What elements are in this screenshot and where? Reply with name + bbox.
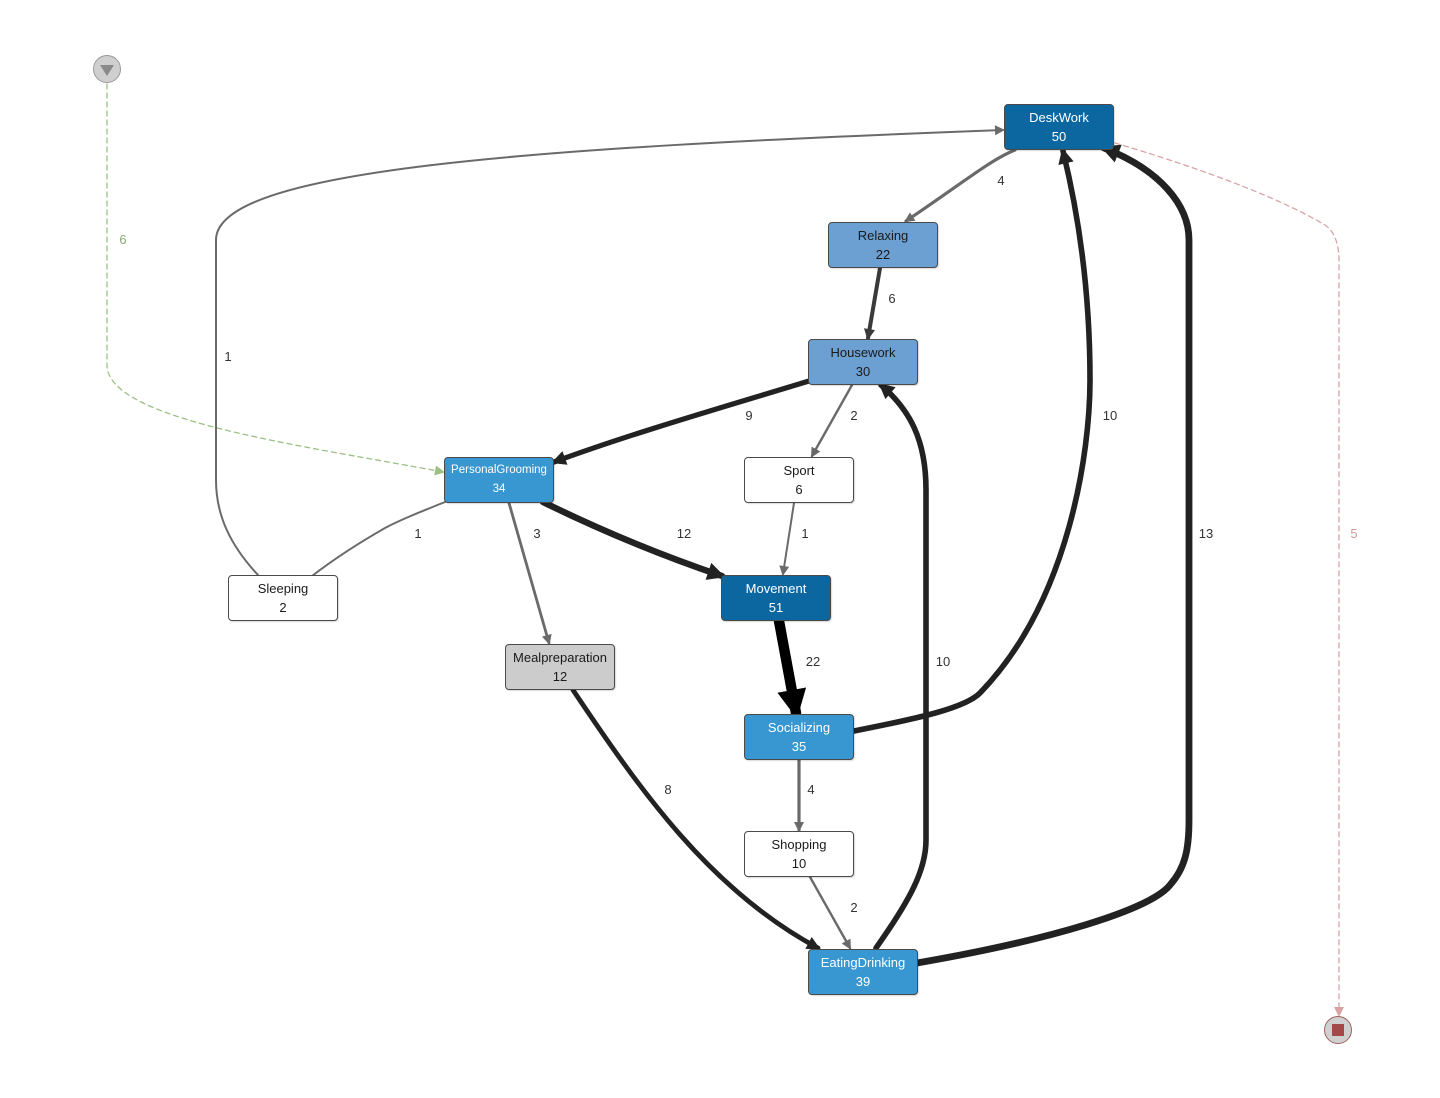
edge-label-deskwork-end: 5 [1350, 526, 1357, 541]
node-deskwork[interactable]: DeskWork 50 [1004, 104, 1114, 150]
edge-socializing-deskwork[interactable] [851, 147, 1093, 734]
start-triangle-icon [100, 65, 114, 76]
edge-label-sport-movement: 1 [801, 526, 808, 541]
node-count: 2 [279, 600, 287, 615]
node-count: 34 [492, 483, 506, 495]
edge-deskwork-relaxing[interactable] [904, 148, 1017, 223]
end-square-icon [1332, 1024, 1344, 1036]
edge-label-sleeping-deskwork: 1 [224, 349, 231, 364]
edge-eatingdrinking-deskwork[interactable] [913, 144, 1193, 967]
edge-movement-socializing[interactable] [773, 615, 807, 719]
node-mealpreparation[interactable]: Mealpreparation 12 [505, 644, 615, 690]
node-label: DeskWork [1029, 110, 1089, 125]
edge-label-housework-personalgrooming: 9 [745, 408, 752, 423]
node-movement[interactable]: Movement 51 [721, 575, 831, 621]
node-count: 35 [791, 739, 807, 754]
edge-sleeping-deskwork[interactable] [215, 125, 1005, 576]
edge-sport-movement[interactable] [779, 502, 795, 576]
edge-relaxing-housework[interactable] [863, 266, 882, 341]
node-relaxing[interactable]: Relaxing 22 [828, 222, 938, 268]
edge-housework-sport[interactable] [810, 383, 854, 458]
node-label: Socializing [767, 720, 831, 735]
node-housework[interactable]: Housework 30 [808, 339, 918, 385]
node-count: 39 [855, 974, 871, 989]
edge-label-eatingdrinking-housework: 10 [936, 654, 950, 669]
edge-mealpreparation-eatingdrinking[interactable] [570, 687, 821, 951]
node-count: 6 [795, 482, 803, 497]
edge-label-personalgrooming-sleeping: 1 [414, 526, 421, 541]
node-label: EatingDrinking [820, 955, 906, 970]
node-count: 12 [552, 669, 568, 684]
node-count: 51 [768, 600, 784, 615]
edge-label-deskwork-relaxing: 4 [997, 173, 1004, 188]
edge-label-socializing-deskwork: 10 [1103, 408, 1117, 423]
node-count: 50 [1051, 129, 1067, 144]
edge-personalgrooming-movement[interactable] [539, 498, 726, 580]
edge-label-relaxing-housework: 6 [888, 291, 895, 306]
node-label: Mealpreparation [513, 650, 607, 665]
edge-personalgrooming-mealpreparation[interactable] [507, 501, 552, 645]
node-count: 10 [791, 856, 807, 871]
node-count: 22 [875, 247, 891, 262]
node-shopping[interactable]: Shopping 10 [744, 831, 854, 877]
edge-shopping-eatingdrinking[interactable] [808, 875, 852, 950]
node-label: Sport [783, 463, 815, 478]
node-count: 30 [855, 364, 871, 379]
node-sleeping[interactable]: Sleeping 2 [228, 575, 338, 621]
edge-start-personalgrooming[interactable] [106, 83, 445, 476]
node-label: Movement [745, 581, 807, 596]
edge-label-socializing-shopping: 4 [807, 782, 814, 797]
start-marker[interactable] [93, 55, 121, 83]
node-personalgrooming[interactable]: PersonalGrooming 34 [444, 457, 554, 503]
node-label: Relaxing [857, 228, 909, 243]
node-label: Housework [830, 345, 896, 360]
node-label: Shopping [771, 837, 827, 852]
edge-deskwork-end[interactable] [1114, 142, 1344, 1017]
end-marker[interactable] [1324, 1016, 1352, 1044]
edge-eatingdrinking-housework[interactable] [873, 382, 929, 951]
edge-label-personalgrooming-mealpreparation: 3 [533, 526, 540, 541]
node-label: PersonalGrooming [451, 464, 547, 476]
edge-label-housework-sport: 2 [850, 408, 857, 423]
node-socializing[interactable]: Socializing 35 [744, 714, 854, 760]
edge-label-start-personalgrooming: 6 [119, 232, 126, 247]
edge-label-eatingdrinking-deskwork: 13 [1199, 526, 1213, 541]
edge-housework-personalgrooming[interactable] [551, 378, 812, 465]
node-label: Sleeping [257, 581, 309, 596]
edge-label-shopping-eatingdrinking: 2 [850, 900, 857, 915]
node-eatingdrinking[interactable]: EatingDrinking 39 [808, 949, 918, 995]
edge-label-personalgrooming-movement: 12 [677, 526, 691, 541]
edge-label-mealpreparation-eatingdrinking: 8 [664, 782, 671, 797]
node-sport[interactable]: Sport 6 [744, 457, 854, 503]
edge-personalgrooming-sleeping[interactable] [300, 501, 446, 586]
edge-label-movement-socializing: 22 [806, 654, 820, 669]
